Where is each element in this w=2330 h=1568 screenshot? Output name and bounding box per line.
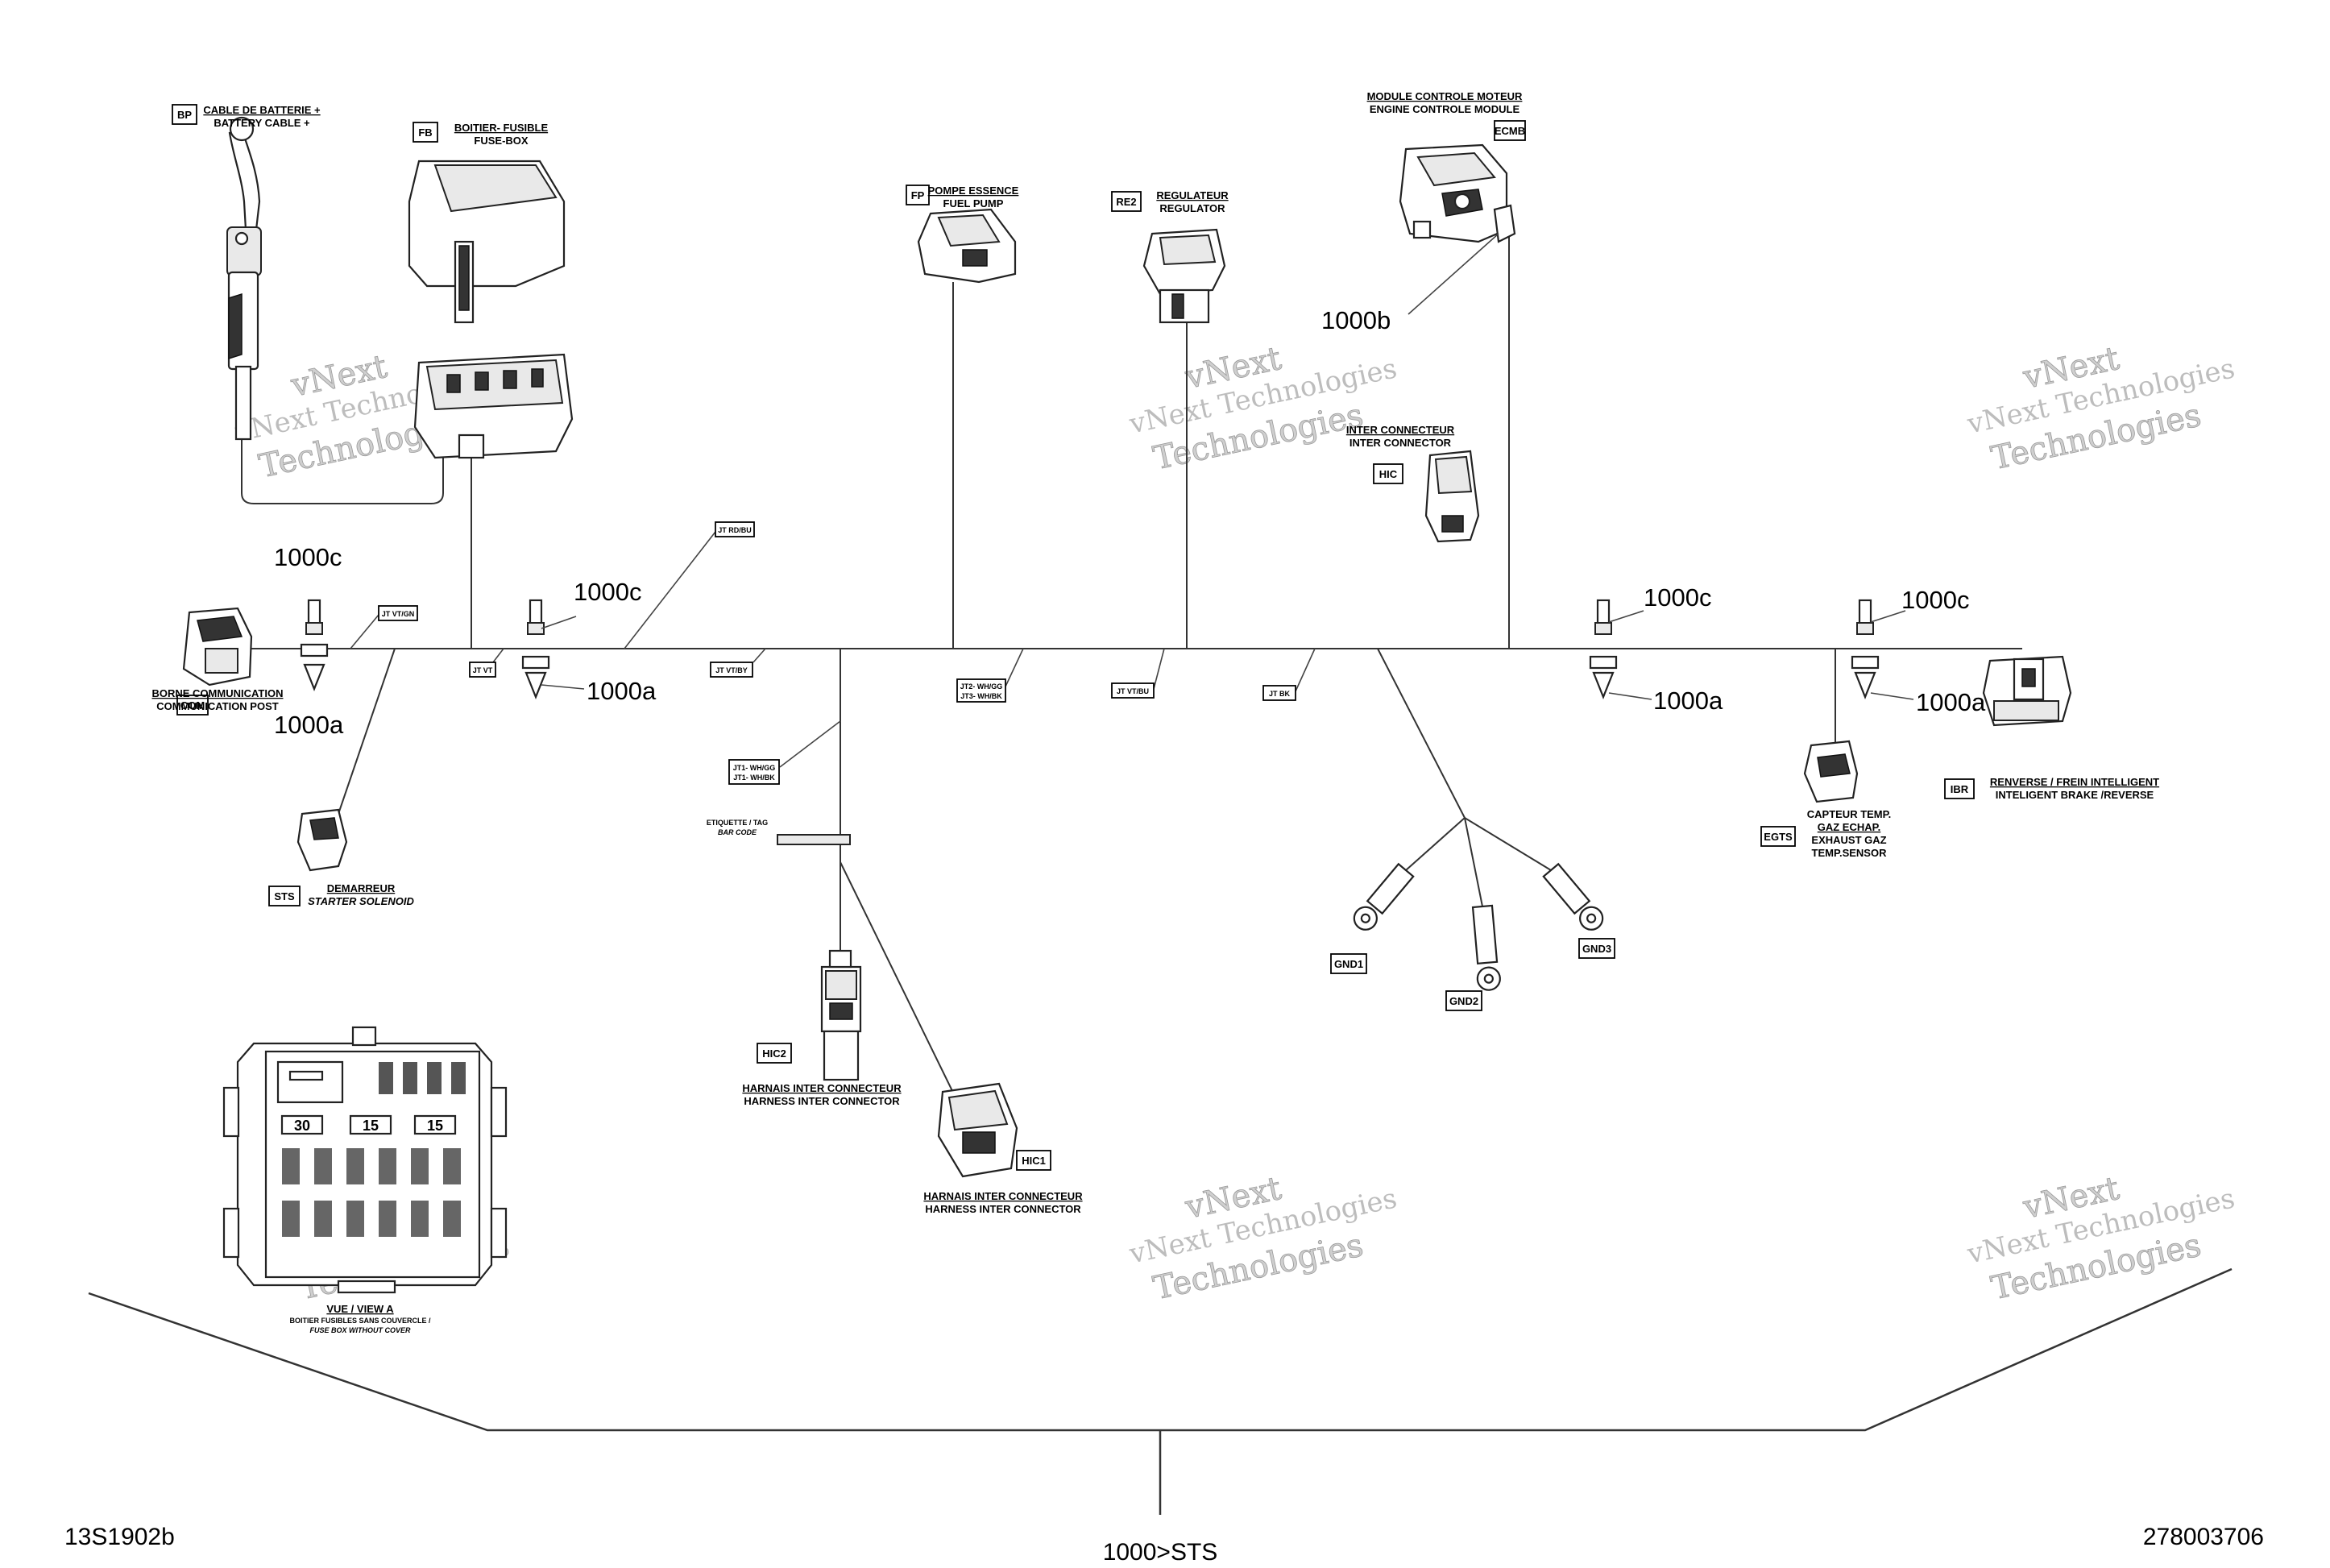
hic1-code: HIC1 [1022, 1155, 1046, 1167]
splice-markers: 1000c 1000a 1000c 1000a 1000c 1000a [274, 543, 1986, 739]
callout-1000c-4: 1000c [1901, 586, 1969, 614]
wire-tag-1: JT VT/GN [382, 610, 415, 618]
harness-wires [241, 226, 2022, 1097]
gnd3-code: GND3 [1582, 943, 1611, 955]
tag-bar-code: BAR CODE [718, 828, 757, 836]
view-a-sub-en: FUSE BOX WITHOUT COVER [309, 1326, 411, 1334]
re2-label-fr: REGULATEUR [1156, 189, 1229, 201]
callout-1000c-3: 1000c [1644, 583, 1711, 612]
gnd2-code: GND2 [1449, 995, 1478, 1007]
engine-control-module: ECMB MODULE CONTROLE MOTEUR ENGINE CONTR… [1321, 90, 1526, 334]
bp-label-fr: CABLE DE BATTERIE + [203, 104, 321, 116]
hic2-label-en: HARNESS INTER CONNECTOR [744, 1095, 900, 1107]
watermarks: vNext vNext Technologies Technologies vN… [232, 340, 2238, 1308]
wire-tag-2: JT RD/BU [718, 526, 752, 534]
fuse-15a-label: 15 [363, 1118, 379, 1134]
egts-label-2: GAZ ECHAP. [1818, 821, 1881, 833]
fp-code: FP [911, 189, 925, 201]
ibr-label-en: INTELIGENT BRAKE /REVERSE [1996, 789, 2154, 801]
callout-1000a-3: 1000a [1653, 687, 1723, 715]
fb-label-en: FUSE-BOX [474, 135, 529, 147]
ecmb-label-en: ENGINE CONTROLE MODULE [1370, 103, 1520, 115]
hic1-label-en: HARNESS INTER CONNECTOR [925, 1203, 1081, 1215]
branch-ground [1377, 648, 1466, 819]
com-label-en: COMMUNICATION POST [156, 700, 278, 712]
harness-reference: 1000>STS [1103, 1539, 1218, 1566]
re2-code: RE2 [1116, 196, 1136, 208]
fuse-30-label: 30 [294, 1118, 310, 1134]
branch-hic1 [840, 861, 956, 1097]
branch-gnd2 [1464, 817, 1483, 907]
wire-tag-4: JT VT/BY [715, 666, 748, 674]
egts-label-4: TEMP.SENSOR [1812, 847, 1888, 859]
tag-etiquette: ETIQUETTE / TAG [707, 819, 768, 827]
wire-tag-6: JT VT/BU [1117, 687, 1149, 695]
intelligent-brake-reverse-connector: IBR RENVERSE / FREIN INTELLIGENT INTELIG… [1944, 655, 2159, 801]
callout-1000b: 1000b [1321, 306, 1391, 334]
hic-label-fr: INTER CONNECTEUR [1346, 424, 1455, 436]
ecmb-code: ECMB [1495, 125, 1525, 137]
starter-solenoid-connector: STS DEMARREUR STARTER SOLENOID [268, 808, 414, 907]
exhaust-gas-temp-sensor: EGTS CAPTEUR TEMP. GAZ ECHAP. EXHAUST GA… [1760, 740, 1892, 859]
hic2-label-fr: HARNAIS INTER CONNECTEUR [742, 1082, 902, 1094]
ibr-label-fr: RENVERSE / FREIN INTELLIGENT [1990, 776, 2159, 788]
drawing-code: 13S1902b [64, 1524, 175, 1550]
wire-tag-5a: JT2- WH/GG [960, 682, 1003, 691]
fb-code: FB [418, 127, 432, 139]
callout-1000a-2: 1000a [587, 677, 657, 705]
sts-code: STS [274, 890, 295, 902]
re2-label-en: REGULATOR [1159, 202, 1225, 214]
fp-label-en: FUEL PUMP [943, 197, 1004, 209]
gnd1-code: GND1 [1334, 958, 1363, 970]
view-a-fuse-box: 30 15 15 VUE / VIEW A BOITIER FUSIBLES S… [222, 1026, 508, 1334]
view-a-sub-fr: BOITIER FUSIBLES SANS COUVERCLE / [289, 1317, 431, 1325]
wire-tag-8b: JT1- WH/BK [733, 774, 775, 782]
hic2-code: HIC2 [762, 1047, 786, 1060]
com-code: COM [180, 699, 205, 711]
harness-bracket [88, 1267, 2233, 1515]
fuse-15b-label: 15 [427, 1118, 443, 1134]
hic-label-en: INTER CONNECTOR [1349, 437, 1452, 449]
ecmb-label-fr: MODULE CONTROLE MOTEUR [1367, 90, 1523, 102]
regulator-connector: RE2 REGULATEUR REGULATOR [1111, 189, 1229, 324]
fp-label-fr: POMPE ESSENCE [928, 185, 1019, 197]
battery-cable-wire [241, 435, 444, 504]
wire-tag-7: JT BK [1269, 690, 1291, 698]
wire-tag-5b: JT3- WH/BK [960, 692, 1002, 700]
sts-label-en: STARTER SOLENOID [308, 895, 414, 907]
ground-terminals: GND1 GND2 GND3 [1330, 862, 1615, 1011]
wire-tag-3: JT VT [473, 666, 493, 674]
footer: 13S1902b 1000>STS 278003706 [64, 1524, 2264, 1566]
branch-gnd3 [1464, 817, 1552, 871]
fuse-box: FB BOITIER- FUSIBLE FUSE-BOX [408, 122, 574, 459]
fuel-pump-connector: FP POMPE ESSENCE FUEL PUMP [906, 185, 1019, 284]
com-label-fr: BORNE COMMUNICATION [152, 687, 284, 699]
ibr-code: IBR [1951, 783, 1969, 795]
egts-code: EGTS [1764, 831, 1793, 843]
part-number: 278003706 [2143, 1524, 2264, 1550]
communication-post: COM BORNE COMMUNICATION COMMUNICATION PO… [152, 607, 284, 716]
wire-tags: JT VT/GN JT RD/BU JT VT JT VT/BY JT2- WH… [350, 521, 1316, 845]
sts-label-fr: DEMARREUR [327, 882, 396, 894]
callout-1000c-1: 1000c [274, 543, 342, 571]
inter-connector: HIC INTER CONNECTEUR INTER CONNECTOR [1346, 424, 1480, 543]
callout-1000a-4: 1000a [1916, 688, 1986, 716]
hic1-label-fr: HARNAIS INTER CONNECTEUR [923, 1190, 1083, 1202]
bp-label-en: BATTERY CABLE + [214, 117, 310, 129]
battery-cable: BP CABLE DE BATTERIE + BATTERY CABLE + [172, 104, 321, 441]
egts-label-1: CAPTEUR TEMP. [1807, 808, 1892, 820]
branch-gnd1 [1405, 817, 1466, 871]
callout-1000a-1: 1000a [274, 711, 344, 739]
branch-starter [338, 648, 396, 815]
wire-tag-8a: JT1- WH/GG [733, 764, 776, 772]
harness-inter-connector-1: HIC1 HARNAIS INTER CONNECTEUR HARNESS IN… [923, 1082, 1083, 1215]
callout-1000c-2: 1000c [574, 578, 641, 606]
egts-label-3: EXHAUST GAZ [1811, 834, 1886, 846]
view-a-title: VUE / VIEW A [326, 1303, 394, 1315]
harness-inter-connector-2: HIC2 HARNAIS INTER CONNECTEUR HARNESS IN… [742, 949, 902, 1107]
hic-code: HIC [1379, 468, 1398, 480]
bp-code: BP [177, 109, 192, 121]
fb-label-fr: BOITIER- FUSIBLE [454, 122, 549, 134]
